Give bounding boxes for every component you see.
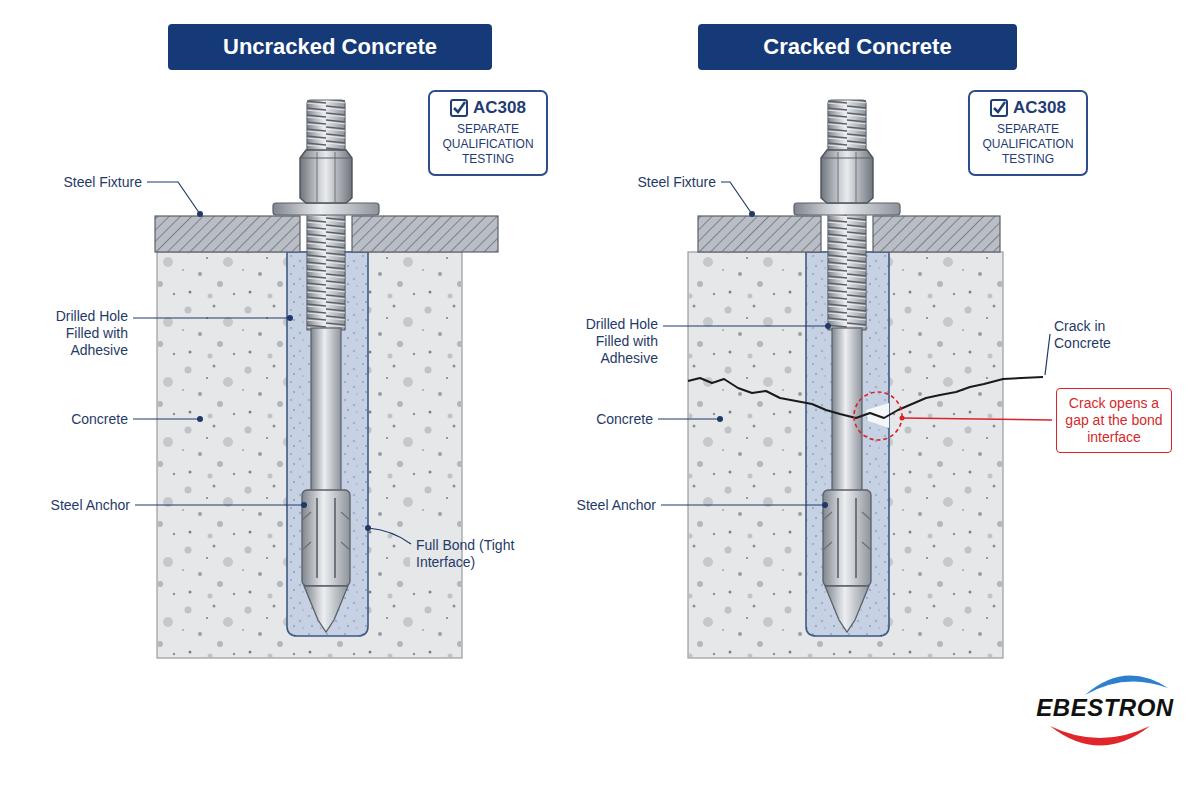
logo-swoosh bbox=[1050, 726, 1150, 746]
leader-line bbox=[368, 528, 411, 544]
leader-dots bbox=[197, 211, 831, 531]
leader-line bbox=[658, 418, 720, 419]
badge-text: SEPARATE QUALIFICATION TESTING bbox=[982, 122, 1073, 166]
text-row: SEPARATE QUALIFICATION TESTING bbox=[974, 122, 1082, 167]
leader-line bbox=[902, 418, 1052, 420]
callout-text: Crack opens a gap at the bond interface bbox=[1065, 395, 1162, 445]
panel-heading: Cracked Concrete bbox=[698, 24, 1017, 70]
leader-dot bbox=[749, 211, 755, 217]
part-label: Steel Fixture bbox=[30, 174, 142, 191]
check-box bbox=[451, 100, 467, 116]
badge-text: AC308 bbox=[1013, 98, 1066, 118]
check-mark bbox=[454, 102, 465, 112]
steel-fixture bbox=[155, 216, 300, 252]
text-row: AC308 bbox=[434, 98, 542, 118]
leader-dot bbox=[301, 502, 307, 508]
standard-badge: AC308SEPARATE QUALIFICATION TESTING bbox=[428, 90, 548, 176]
leader-dot bbox=[197, 416, 203, 422]
wedge-anchor bbox=[273, 100, 379, 632]
check-box bbox=[991, 100, 1007, 116]
part-label: Full Bond (Tight Interface) bbox=[416, 537, 536, 571]
text-row: Cracked Concrete bbox=[763, 34, 951, 60]
leader-dot bbox=[365, 525, 371, 531]
leader-line bbox=[135, 504, 304, 505]
part-label: Concrete bbox=[30, 411, 128, 428]
text-row: AC308 bbox=[974, 98, 1082, 118]
leader-dot bbox=[825, 323, 831, 329]
crack-highlight bbox=[854, 392, 902, 440]
part-label: Concrete bbox=[555, 411, 653, 428]
leader-dot bbox=[287, 315, 293, 321]
panel-heading: Uncracked Concrete bbox=[168, 24, 492, 70]
leader-line bbox=[663, 325, 828, 326]
standard-badge: AC308SEPARATE QUALIFICATION TESTING bbox=[968, 90, 1088, 176]
leader-dot bbox=[900, 416, 905, 421]
callout-box: Crack opens a gap at the bond interface bbox=[1056, 388, 1172, 453]
leader-lines bbox=[133, 182, 1050, 544]
leader-dot bbox=[822, 502, 828, 508]
brand-logo: EBESTRON bbox=[1030, 694, 1180, 722]
badge-text: AC308 bbox=[473, 98, 526, 118]
part-label: Drilled Hole Filled with Adhesive bbox=[563, 316, 658, 367]
steel-fixture bbox=[352, 216, 498, 252]
part-label: Steel Anchor bbox=[20, 497, 130, 514]
cracked-panel bbox=[688, 100, 1052, 658]
concrete-crack bbox=[688, 377, 1043, 418]
leader-dot bbox=[717, 416, 723, 422]
leader-line bbox=[133, 317, 290, 318]
leader-line bbox=[661, 504, 825, 505]
check-icon bbox=[990, 99, 1008, 117]
part-label: Steel Fixture bbox=[560, 174, 716, 191]
text-row: Crack opens a gap at the bond interface bbox=[1063, 395, 1165, 446]
steel-fixture bbox=[873, 216, 1000, 252]
leader-line bbox=[1045, 334, 1050, 375]
part-label: Steel Anchor bbox=[546, 497, 656, 514]
leader-line bbox=[721, 182, 752, 214]
text-row: SEPARATE QUALIFICATION TESTING bbox=[434, 122, 542, 167]
check-icon bbox=[450, 99, 468, 117]
part-label: Crack in Concrete bbox=[1054, 318, 1134, 352]
wedge-anchor bbox=[794, 100, 900, 632]
steel-fixture bbox=[698, 216, 821, 252]
badge-text: SEPARATE QUALIFICATION TESTING bbox=[442, 122, 533, 166]
leader-dot bbox=[197, 211, 203, 217]
part-label: Drilled Hole Filled with Adhesive bbox=[33, 308, 128, 359]
uncracked-panel bbox=[155, 100, 498, 658]
leader-line bbox=[147, 182, 200, 214]
logo-swoosh bbox=[1085, 676, 1168, 695]
heading-text: Uncracked Concrete bbox=[223, 34, 437, 59]
check-mark bbox=[994, 102, 1005, 112]
text-row: Uncracked Concrete bbox=[223, 34, 437, 60]
leader-line bbox=[133, 418, 200, 419]
heading-text: Cracked Concrete bbox=[763, 34, 951, 59]
